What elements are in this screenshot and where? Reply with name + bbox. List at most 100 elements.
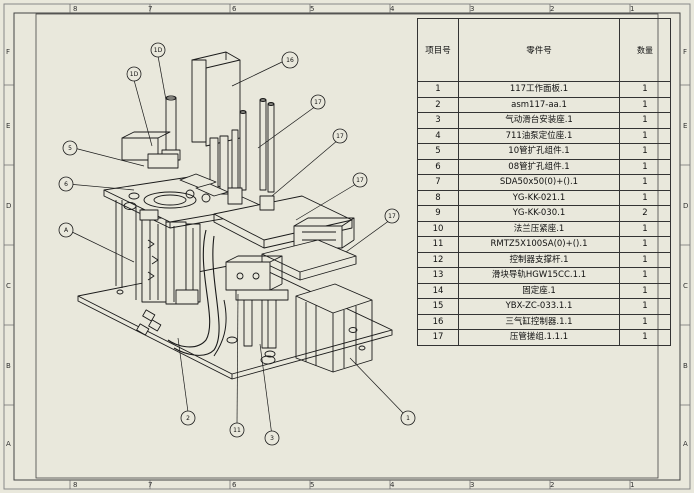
balloon xyxy=(310,94,326,110)
bom-cell-part: 气动滑台安装座.1 xyxy=(458,112,620,129)
balloon-label: 1D xyxy=(154,47,163,54)
zone-label: B xyxy=(6,362,11,370)
balloon-label: 17 xyxy=(314,99,322,106)
bom-cell-qty: 1 xyxy=(619,282,671,299)
balloon-label: 3 xyxy=(270,435,274,442)
balloon-label: 6 xyxy=(64,181,68,188)
bom-cell-qty: 1 xyxy=(619,112,671,129)
zone-label: E xyxy=(6,122,11,130)
zone-label: F xyxy=(683,48,688,56)
zone-label: A xyxy=(683,440,688,448)
zone-label: 5 xyxy=(310,5,315,13)
bom-cell-item: 16 xyxy=(417,313,459,330)
bom-cell-part: 10管扩孔组件.1 xyxy=(458,143,620,160)
balloon-label: 1D xyxy=(130,71,139,78)
balloon-label: 5 xyxy=(68,145,72,152)
bom-cell-part: YBX-ZC-033.1.1 xyxy=(458,298,620,315)
bom-cell-part: 三气缸控制器.1.1 xyxy=(458,313,620,330)
bom-cell-part: 08管扩孔组件.1 xyxy=(458,158,620,175)
bom-cell-qty: 1 xyxy=(619,267,671,284)
balloon-label: A xyxy=(64,227,69,234)
bom-cell-item: 3 xyxy=(417,112,459,129)
balloon-label: 11 xyxy=(233,427,241,434)
bom-cell-part: YG-KK-030.1 xyxy=(458,205,620,222)
balloon xyxy=(281,51,299,69)
balloons: 1D 1D 5 6 A 16 17 17 17 17 2 11 3 1 xyxy=(58,42,416,446)
bom-cell-qty: 2 xyxy=(619,205,671,222)
bom-cell-qty: 1 xyxy=(619,220,671,237)
bom-cell-qty: 1 xyxy=(619,158,671,175)
balloon xyxy=(400,410,416,426)
zone-label: A xyxy=(6,440,11,448)
bom-cell-qty: 1 xyxy=(619,143,671,160)
balloon xyxy=(58,222,74,238)
zone-label: 2 xyxy=(550,481,555,489)
zone-label: 4 xyxy=(390,5,395,13)
bom-cell-qty: 1 xyxy=(619,298,671,315)
bom-cell-item: 12 xyxy=(417,251,459,268)
bom-cell-part: 711油泵定位座.1 xyxy=(458,127,620,144)
zone-label: 4 xyxy=(390,481,395,489)
zone-label: 3 xyxy=(470,5,475,13)
bom-cell-qty: 1 xyxy=(619,313,671,330)
bom-header-item: 项目号 xyxy=(417,18,459,82)
bom-cell-part: 法兰压紧座.1 xyxy=(458,220,620,237)
bom-cell-item: 14 xyxy=(417,282,459,299)
balloon-label: 1 xyxy=(406,415,410,422)
bom-cell-item: 10 xyxy=(417,220,459,237)
balloon-label: 17 xyxy=(356,177,364,184)
bom-cell-item: 4 xyxy=(417,127,459,144)
balloon xyxy=(332,128,348,144)
bom-cell-part: RMTZ5X100SA(0)+().1 xyxy=(458,236,620,253)
bom-cell-item: 15 xyxy=(417,298,459,315)
outer-frame xyxy=(3,3,691,490)
bom-cell-item: 5 xyxy=(417,143,459,160)
zone-label: 5 xyxy=(310,481,315,489)
leader-lines xyxy=(67,55,405,437)
bom-header-row: 项目号 零件号 数量 xyxy=(417,18,671,82)
zone-label: C xyxy=(683,282,688,290)
balloon xyxy=(180,410,196,426)
zone-tick-marks xyxy=(4,4,690,489)
bom-cell-part: 压管搓组.1.1.1 xyxy=(458,329,620,346)
balloon xyxy=(126,66,142,82)
zone-label: 6 xyxy=(232,481,237,489)
zone-label: 3 xyxy=(470,481,475,489)
zone-label: 7 xyxy=(148,5,153,13)
zone-label: 7 xyxy=(148,481,153,489)
bom-cell-qty: 1 xyxy=(619,174,671,191)
balloon xyxy=(352,172,368,188)
balloon xyxy=(264,430,280,446)
bom-cell-qty: 1 xyxy=(619,127,671,144)
bom-cell-qty: 1 xyxy=(619,251,671,268)
balloon xyxy=(58,176,74,192)
bom-header-part: 零件号 xyxy=(458,18,620,82)
zone-label: D xyxy=(683,202,689,210)
balloon xyxy=(150,42,166,58)
bom-cell-qty: 1 xyxy=(619,189,671,206)
zone-label: C xyxy=(6,282,11,290)
bom-cell-qty: 1 xyxy=(619,81,671,98)
bom-cell-qty: 1 xyxy=(619,236,671,253)
bom-cell-item: 11 xyxy=(417,236,459,253)
bom-cell-part: asm117-aa.1 xyxy=(458,96,620,113)
zone-label: 8 xyxy=(73,5,78,13)
zone-label: E xyxy=(683,122,688,130)
